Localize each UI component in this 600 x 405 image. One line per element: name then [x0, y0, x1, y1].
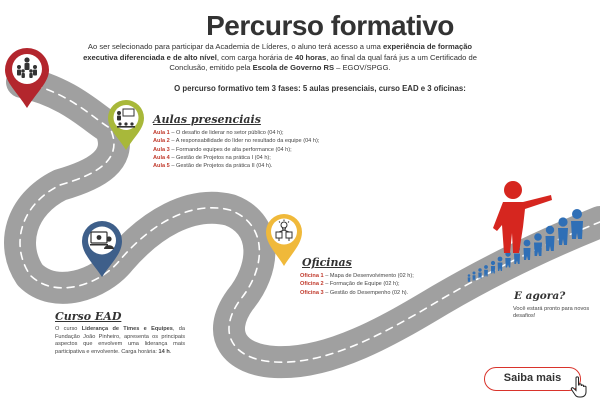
list-item: Aula 1 – O desafio de liderar no setor p… — [153, 130, 284, 136]
leader-team-illustration — [467, 181, 583, 282]
phases-summary: O percurso formativo tem 3 fases: 5 aula… — [174, 84, 466, 93]
list-item: Aula 5 – Gestão de Projetos da prática I… — [153, 163, 273, 170]
agora-text: Você estará pronto para novos desafios! — [513, 306, 590, 320]
oficinas-title: Oficinas — [302, 256, 352, 269]
list-item: Oficina 3 – Gestão do Desempenho (02 h). — [300, 289, 409, 296]
oficinas-pin — [264, 212, 304, 268]
aulas-pin — [106, 98, 146, 152]
team-figures — [467, 209, 583, 282]
oficinas-list: Oficina 1 – Mapa de Desenvolvimento (02 … — [300, 272, 470, 297]
cursor-hand-icon — [570, 376, 587, 398]
agora-title: E agora? — [514, 290, 566, 302]
team-workshop-icon — [275, 219, 293, 241]
video-course-icon — [90, 231, 114, 249]
list-item: Aula 4 – Gestão de Projetos na prática I… — [153, 154, 271, 161]
ead-title: Curso EAD — [55, 310, 122, 323]
list-item: Oficina 1 – Mapa de Desenvolvimento (02 … — [300, 273, 414, 279]
leader-group-icon — [17, 57, 37, 78]
classroom-icon — [117, 108, 135, 128]
ead-description: O curso Liderança de Times e Equipes, da… — [55, 326, 185, 355]
list-item: Aula 2 – A responsabilidade do líder no … — [153, 138, 320, 145]
intro-paragraph: Ao ser selecionado para participar da Ac… — [83, 42, 477, 72]
aulas-list: Aula 1 – O desafio de liderar no setor p… — [153, 129, 363, 170]
list-item: Aula 3 – Formando equipes de alta perfor… — [153, 146, 292, 153]
leader-figure — [493, 181, 552, 253]
ead-pin — [80, 219, 124, 279]
start-pin — [3, 46, 51, 110]
list-item: Oficina 2 – Formação de Equipe (02 h); — [300, 281, 400, 288]
page-title: Percurso formativo — [206, 10, 454, 41]
saiba-mais-button[interactable]: Saiba mais — [484, 367, 581, 391]
aulas-title: Aulas presenciais — [153, 113, 261, 126]
